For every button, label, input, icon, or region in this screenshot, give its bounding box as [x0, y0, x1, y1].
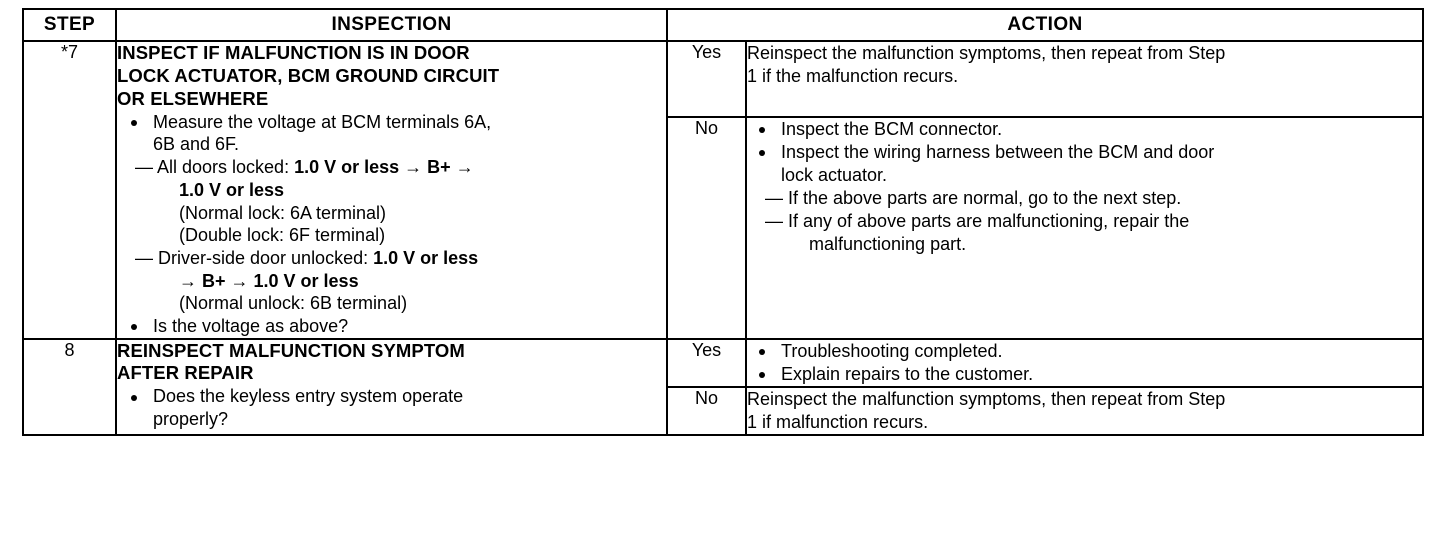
branch-label-no-step-7: No [666, 115, 747, 340]
header-row: STEP INSPECTION ACTION [22, 8, 1425, 42]
inspection-title-line: OR ELSEWHERE [117, 87, 269, 109]
inspection-dash-item-2: — Driver-side door unlocked: 1.0 V or le… [117, 247, 666, 270]
action-bullet: Inspect the BCM connector. [747, 118, 1422, 141]
action-cell-step-7-no: Inspect the BCM connector. Inspect the w… [744, 115, 1425, 340]
bullet-text-question: Is the voltage as above? [153, 315, 349, 336]
dash-text: — All doors locked: [135, 157, 295, 178]
arrow-glyph: → [450, 157, 474, 178]
dash-text: — Driver-side door unlocked: [135, 247, 374, 268]
action-bullet-text: Inspect the wiring harness between the B… [781, 141, 1215, 162]
troubleshooting-table: STEP INSPECTION ACTION *7 INSPECT IF MAL… [22, 8, 1425, 436]
action-text-line: Reinspect the malfunction symptoms, then… [747, 388, 1226, 409]
action-bullet-text-continued: lock actuator. [781, 165, 888, 186]
action-text-line: 1 if malfunction recurs. [747, 411, 929, 432]
table-row: 8 REINSPECT MALFUNCTION SYMPTOM AFTER RE… [22, 337, 1425, 436]
branch-label-yes-step-8: Yes [666, 337, 747, 388]
inspection-dash-item-1: — All doors locked: 1.0 V or less → B+ → [117, 156, 666, 179]
table-row: *7 INSPECT IF MALFUNCTION IS IN DOOR LOC… [22, 40, 1425, 340]
inspection-cell-step-7: INSPECT IF MALFUNCTION IS IN DOOR LOCK A… [115, 40, 668, 340]
inspection-note-normal-unlock: (Normal unlock: 6B terminal) [179, 293, 408, 314]
bullet-text-continued: 6B and 6F. [153, 134, 240, 155]
inspection-title-step-7: INSPECT IF MALFUNCTION IS IN DOOR LOCK A… [117, 42, 666, 111]
arrow-glyph: → [399, 157, 428, 178]
inspection-note-normal-lock: (Normal lock: 6A terminal) [179, 202, 387, 223]
action-text-line: 1 if the malfunction recurs. [747, 66, 959, 87]
voltage-value: 1.0 V or less [179, 179, 285, 200]
bullet-dot-icon [131, 120, 137, 127]
column-header-action: ACTION [665, 8, 1425, 42]
bullet-text: Does the keyless entry system operate [153, 386, 464, 407]
inspection-title-line: INSPECT IF MALFUNCTION IS IN DOOR [117, 42, 470, 63]
inspection-title-line: AFTER REPAIR [117, 362, 254, 384]
inspection-title-line: LOCK ACTUATOR, BCM GROUND CIRCUIT [117, 64, 500, 86]
action-bullet: Troubleshooting completed. [747, 340, 1422, 363]
table-row: No Inspect the BCM connector. Inspect th… [23, 115, 1425, 340]
step-number-8: 8 [22, 337, 117, 436]
action-text-line: Reinspect the malfunction symptoms, then… [747, 43, 1226, 63]
inspection-question: Does the keyless entry system operate [117, 385, 666, 408]
dash-text-continued: → B+ → 1.0 V or less [117, 270, 666, 293]
action-cell-step-8-no: Reinspect the malfunction symptoms, then… [744, 385, 1425, 436]
action-cell-step-7-yes: Reinspect the malfunction symptoms, then… [744, 40, 1425, 118]
bullet-dot-icon [759, 371, 765, 378]
table-header: STEP INSPECTION ACTION [22, 8, 1425, 42]
action-bullet: Inspect the wiring harness between the B… [747, 141, 1422, 164]
inspection-title-line: REINSPECT MALFUNCTION SYMPTOM [117, 339, 465, 361]
bullet-text-continued: properly? [153, 409, 229, 430]
bullet-dot-icon [131, 324, 137, 331]
action-bullet-text: Inspect the BCM connector. [781, 118, 1003, 139]
branch-label-yes-step-7: Yes [666, 40, 747, 118]
voltage-value: B+ [427, 157, 451, 178]
dash-text-continued: 1.0 V or less [117, 179, 666, 202]
action-dash-item: — If the above parts are normal, go to t… [765, 188, 1182, 209]
bullet-dot-icon [759, 150, 765, 157]
inspection-bullet: Measure the voltage at BCM terminals 6A, [117, 111, 666, 134]
action-cell-step-8-yes: Troubleshooting completed. Explain repai… [744, 337, 1425, 388]
bullet-text: Measure the voltage at BCM terminals 6A, [153, 111, 492, 132]
voltage-value: 1.0 V or less [373, 247, 479, 268]
action-dash-item: — If any of above parts are malfunctioni… [765, 211, 1190, 232]
column-header-inspection: INSPECTION [115, 8, 668, 42]
inspection-question: Is the voltage as above? [117, 315, 666, 338]
step-number-7: *7 [22, 40, 117, 340]
inspection-title-step-8: REINSPECT MALFUNCTION SYMPTOM AFTER REPA… [117, 340, 666, 386]
inspection-cell-step-8: REINSPECT MALFUNCTION SYMPTOM AFTER REPA… [115, 337, 668, 436]
action-bullet-text: Explain repairs to the customer. [781, 363, 1034, 384]
voltage-value: → B+ → 1.0 V or less [179, 270, 359, 291]
action-bullet-text: Troubleshooting completed. [781, 340, 1003, 361]
bullet-dot-icon [131, 394, 137, 401]
voltage-value: 1.0 V or less [294, 157, 400, 178]
inspection-note-double-lock: (Double lock: 6F terminal) [179, 225, 386, 246]
column-header-step: STEP [22, 8, 117, 42]
action-dash-text-continued: malfunctioning part. [809, 234, 967, 255]
branch-label-no-step-8: No [666, 385, 747, 436]
table-row: No Reinspect the malfunction symptoms, t… [23, 385, 1425, 436]
table-body: *7 INSPECT IF MALFUNCTION IS IN DOOR LOC… [22, 40, 1425, 436]
bullet-dot-icon [759, 127, 765, 134]
action-bullet: Explain repairs to the customer. [747, 363, 1422, 386]
bullet-dot-icon [759, 348, 765, 355]
